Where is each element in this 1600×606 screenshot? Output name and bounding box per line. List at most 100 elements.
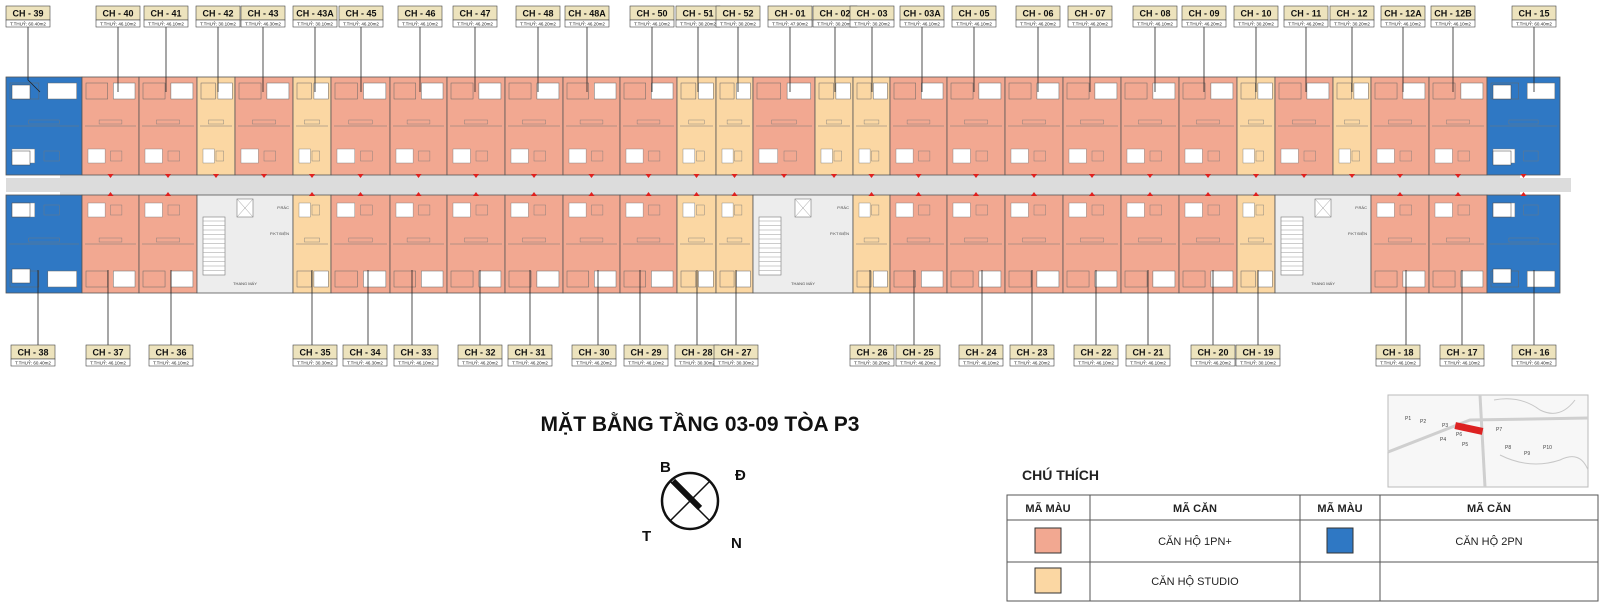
unit-tag: CH - 03T.THUỶ: 30.20m2 [849,5,895,28]
kitchen-counter [28,237,60,243]
unit-area-label: T.THUỶ: 46.20m2 [457,21,493,27]
apartment-unit [676,76,717,176]
table [918,204,931,216]
table [533,150,546,162]
entry-marker [309,192,315,196]
room-bed [698,82,714,100]
entry-marker [1253,192,1259,196]
key-map-label: P1 [1405,416,1411,422]
legend-table [1006,494,1599,602]
table [360,204,373,216]
apartment-unit [1120,194,1180,294]
kitchen-counter [304,119,320,125]
unit-tag: CH - 31T.THUỶ: 46.20m2 [507,344,553,367]
apartment-unit [715,194,754,294]
room-wc [1008,82,1032,100]
core-label-electric: P.KT ĐIỆN [830,231,849,236]
kitchen-counter [98,237,123,243]
entry-marker [1397,192,1403,196]
unit-code-label: CH - 50 [636,9,667,19]
unit-area-label: T.THUỶ: 30.20m2 [1238,21,1274,27]
sofa [1068,202,1087,218]
unit-code-label: CH - 28 [681,348,712,358]
apartment-unit [889,76,948,176]
room-bed [736,270,751,288]
legend-col-color: MÃ MÀU [1025,502,1070,515]
room-bed [1353,82,1369,100]
sofa [144,202,163,218]
unit-area-label: T.THUỶ: 30.10m2 [200,21,236,27]
apartment-unit [889,194,948,294]
unit-area-label: T.THUỶ: 46.10m2 [1078,360,1114,366]
unit-area-label: T.THUỶ: 46.10m2 [628,360,664,366]
table [1033,204,1046,216]
corridor-end-left [6,178,66,192]
sofa [625,148,644,164]
entry-marker [309,174,315,178]
table [1149,204,1162,216]
room-wc [1432,270,1456,288]
bedroom-1 [11,268,31,284]
room-bed [313,270,329,288]
stair-well [1280,216,1304,276]
entry-marker [1253,174,1259,178]
entry-marker [531,192,537,196]
sofa [682,202,695,218]
table [1091,150,1104,162]
room-bed [1460,270,1484,288]
kitchen-counter [464,237,488,243]
apartment-unit [852,194,891,294]
unit-tag: CH - 42 T.THUỶ: 30.10m2 [195,5,241,28]
entry-marker [588,192,595,196]
table [43,150,60,162]
key-map-label: P8 [1505,445,1511,451]
unit-area-label: T.THUỶ: 60.40m2 [10,21,46,27]
table [1303,150,1316,162]
unit-tag-area-box [849,358,895,367]
unit-tag-area-box [338,19,384,28]
unit-code-label: CH - 42 [202,9,233,19]
sofa [625,202,644,218]
room-wc [1432,82,1456,100]
table [734,204,743,216]
room-bed [594,270,617,288]
unit-area-label: T.THUỶ: 46.10m2 [1385,21,1421,27]
entry-marker [915,174,922,178]
leader-lines [27,27,1535,345]
unit-tag: CH - 06T.THUỶ: 46.20m2 [1015,5,1061,28]
sofa [858,202,871,218]
apartment-unit [1062,194,1122,294]
unit-area-label: T.THUỶ: 46.10m2 [398,360,434,366]
kitchen-counter [1446,119,1470,125]
room-bed [170,270,194,288]
table [1351,150,1360,162]
room-bed [1526,270,1556,288]
room-wc [623,82,646,100]
unit-tag: CH - 26T.THUỶ: 30.20m2 [849,344,895,367]
kitchen-counter [771,119,797,125]
entry-marker [107,174,114,178]
key-map-label: P10 [1543,445,1552,451]
kitchen-counter [1138,237,1162,243]
room-bed [266,82,290,100]
sofa [240,148,259,164]
compass: B Đ T N [642,459,746,552]
unit-tag-area-box [292,358,338,367]
elevator-cross [794,198,812,218]
unit-tag-area-box [1235,358,1281,367]
unit-tag-area-box [1073,358,1119,367]
entry-marker [645,192,652,196]
unit-tag-area-box [899,19,945,28]
room-wc [393,270,416,288]
unit-area-label: T.THUỶ: 46.10m2 [100,21,136,27]
core-label-elevator: THANG MÁY [791,281,815,286]
room-wc [142,270,166,288]
legend-swatch-studio [1034,567,1062,594]
unit-tag: CH - 47T.THUỶ: 46.20m2 [452,5,498,28]
table [871,150,880,162]
unit-area-label: T.THUỶ: 46.10m2 [90,360,126,366]
